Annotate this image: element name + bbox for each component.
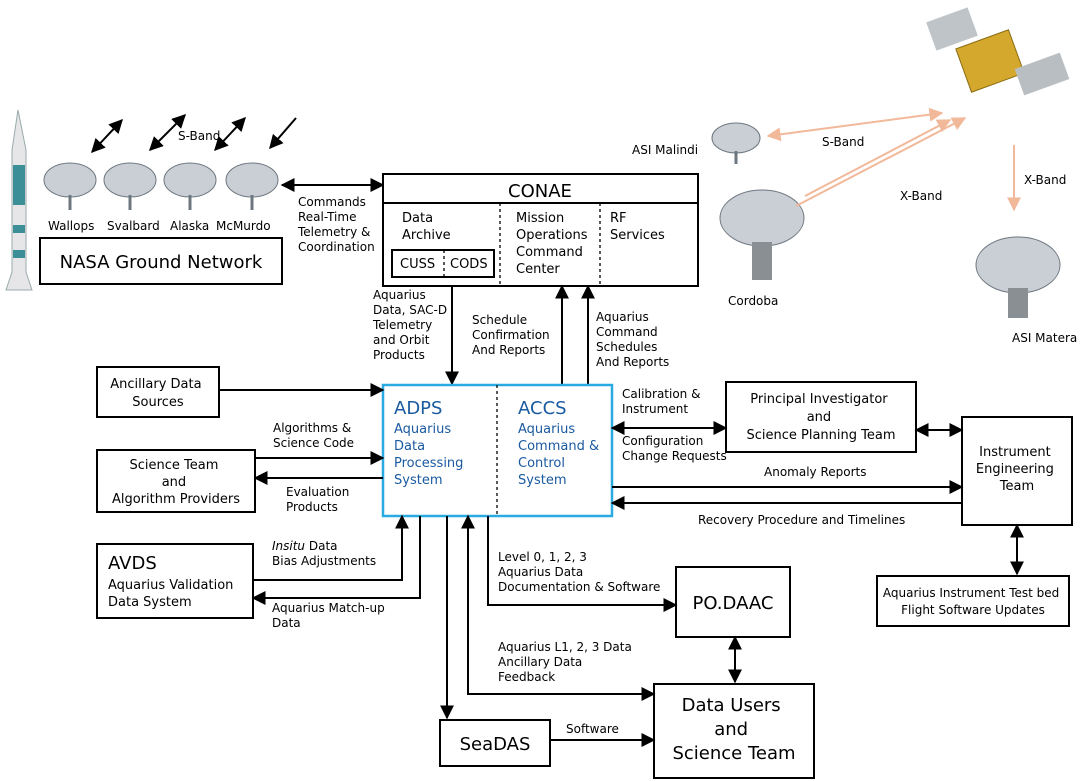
testbed-box [876, 575, 1070, 627]
rocket-icon [5, 109, 33, 291]
dish-wallops-icon [43, 162, 97, 210]
ancillary-label: Ancillary Data Sources [110, 377, 205, 410]
pi-box [725, 381, 917, 453]
seadas-label: SeaDAS [460, 734, 531, 755]
conae-cods: CODS [450, 257, 488, 272]
nasa-ground-network-label: NASA Ground Network [60, 252, 263, 273]
conae-title: CONAE [508, 181, 572, 202]
conae-down-label: Aquarius Data, SAC-D Telemetry and Orbit… [372, 288, 451, 362]
asi-x-band-label-2: X-Band [1024, 173, 1066, 187]
downlink-arrows [766, 107, 1021, 212]
adps-subtitle: Aquarius Data Processing System [394, 422, 468, 488]
satellite-icon [926, 7, 1070, 96]
matchup-label: Aquarius Match-up Data [272, 601, 389, 630]
podaac-label: PO.DAAC [693, 593, 774, 614]
station-label-alaska: Alaska [170, 219, 209, 233]
adps-accs-box [381, 383, 614, 518]
podaac-box [675, 566, 791, 638]
conae-box [382, 173, 699, 287]
configuration-label: Configuration Change Requests [622, 434, 727, 463]
matchup-arrow [251, 516, 421, 605]
conae-rf-services: RF Services [610, 211, 665, 243]
l123-label: Aquarius L1, 2, 3 Data Ancillary Data Fe… [498, 640, 636, 684]
accs-title: ACCS [518, 398, 567, 419]
science-team-box [96, 449, 256, 513]
dish-cordoba-icon [719, 189, 805, 280]
stations-band-label: S-Band [178, 129, 220, 143]
nasa-ground-network-box [39, 237, 283, 285]
accs-subtitle: Aquarius Command & Control System [518, 422, 603, 488]
ancillary-box [96, 366, 220, 418]
testbed-label: Aquarius Instrument Test bed Flight Soft… [883, 586, 1063, 617]
avds-subtitle: Aquarius Validation Data System [108, 578, 238, 610]
insitu-arrow [253, 514, 409, 581]
calibration-label: Calibration & Instrument [622, 387, 704, 416]
station-label-svalbard: Svalbard [107, 219, 160, 233]
l123-data-arrow [461, 514, 656, 701]
station-label-mcmurdo: McMurdo [216, 219, 271, 233]
science-team-label: Science Team and Algorithm Providers [112, 458, 240, 507]
level-label: Level 0, 1, 2, 3 Aquarius Data Documenta… [498, 550, 660, 594]
conae-data-archive: Data Archive [402, 211, 451, 243]
schedule-label: Schedule Confirmation And Reports [472, 313, 553, 357]
seadas-box [439, 719, 551, 767]
asi-s-band-label: S-Band [822, 135, 864, 149]
s-band-link-arrows [91, 114, 297, 154]
pi-label: Principal Investigator and Science Plann… [746, 392, 895, 443]
asi-cordoba-label: Cordoba [728, 294, 778, 308]
ie-team-label: Instrument Engineering Team [976, 445, 1058, 494]
insitu-label: Insitu Data Bias Adjustments [272, 539, 376, 568]
asi-x-band-label-1: X-Band [900, 189, 942, 203]
dish-mcmurdo-icon [225, 162, 279, 210]
asi-matera-label: ASI Matera [1012, 331, 1077, 345]
ie-team-box [961, 416, 1073, 526]
anomaly-label: Anomaly Reports [764, 465, 866, 479]
dish-alaska-icon [163, 162, 217, 210]
avds-title: AVDS [108, 553, 157, 574]
dish-matera-icon [975, 236, 1061, 318]
conae-up-label: Aquarius Command Schedules And Reports [596, 310, 669, 369]
station-label-wallops: Wallops [48, 219, 94, 233]
dish-malindi-icon [711, 122, 761, 164]
avds-box [96, 543, 254, 619]
recovery-label: Recovery Procedure and Timelines [698, 513, 905, 527]
conae-cuss: CUSS [400, 257, 435, 272]
asi-malindi-label: ASI Malindi [632, 143, 698, 157]
commands-label: Commands Real-Time Telemetry & Coordinat… [297, 195, 375, 254]
dish-svalbard-icon [103, 162, 157, 210]
adps-title: ADPS [394, 398, 442, 419]
software-label: Software [566, 722, 619, 736]
data-users-label: Data Users and Science Team [672, 695, 795, 764]
algorithms-label: Algorithms & Science Code [273, 421, 355, 450]
evaluation-label: Evaluation Products [286, 485, 353, 514]
data-users-box [653, 683, 815, 779]
conae-mission-ops: Mission Operations Command Center [516, 211, 592, 277]
